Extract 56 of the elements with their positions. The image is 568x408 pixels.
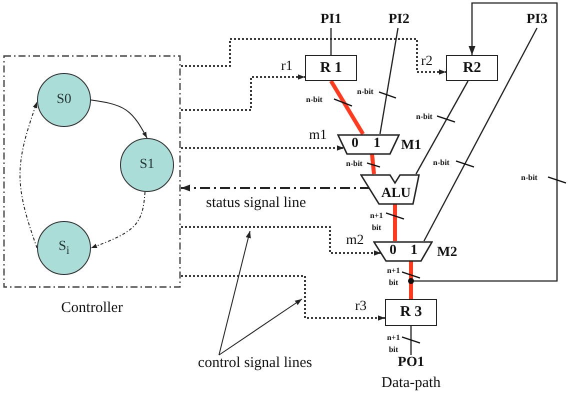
bus-width-label: n+1 bit (386, 332, 401, 356)
controller-heading: Controller (61, 301, 123, 316)
port-label: PI3 (519, 12, 555, 28)
control-signal-arrow (181, 74, 305, 111)
register-name: R 3 (400, 305, 422, 320)
data-bus-line (423, 28, 538, 242)
state-name: S0 (56, 93, 72, 107)
highlighted-data-path (370, 154, 376, 174)
register-box (385, 299, 437, 326)
state-circle (120, 138, 174, 192)
control-signal-arrow (181, 275, 385, 321)
register-box (305, 55, 357, 81)
line-label: status signal line (206, 196, 306, 211)
select-input-label: 0 (352, 137, 358, 151)
alu-name: ALU (381, 187, 411, 201)
bus-width-label: n-bit (346, 160, 362, 168)
port-label: PO1 (393, 355, 429, 371)
bus-width-label: n+1 bit (386, 265, 401, 289)
control-signal-arrow (181, 38, 446, 75)
data-bus-line (379, 28, 399, 134)
bus-width-label: n-bit (306, 96, 322, 104)
register-box (446, 55, 498, 81)
status-signal-arrow (181, 184, 370, 192)
leader-arrow (218, 298, 302, 356)
bus-width-label: n-bit (433, 159, 450, 167)
section-caption: Data-path (381, 376, 441, 391)
data-bus-line (330, 28, 332, 55)
state-circle (37, 73, 91, 127)
bus-width-label: n+1 bit (369, 210, 384, 234)
bus-width-label: n-bit (416, 113, 432, 121)
port-label: PI1 (313, 12, 349, 28)
register-name: R 1 (320, 60, 342, 76)
state-circle (37, 221, 91, 275)
select-input-label: 1 (410, 244, 418, 258)
data-bus-line (415, 80, 469, 174)
bus-width-label: n-bit (357, 88, 374, 96)
highlighted-data-path (393, 204, 397, 241)
state-name: S1 (140, 158, 154, 172)
highlighted-data-path (329, 80, 365, 136)
select-input-label: 0 (390, 244, 396, 258)
annotation-text: control signal lines (193, 355, 317, 372)
leader-arrow (218, 230, 251, 356)
state-name: S$_{i}$ (58, 240, 70, 256)
transition-arrow (90, 192, 146, 248)
control-signal-arrow (181, 145, 344, 151)
multiplexer-name: M1 (401, 139, 422, 153)
port-label: PI2 (381, 12, 417, 28)
highlighted-data-path (409, 261, 413, 299)
data-bus-line (410, 326, 412, 355)
register-name: R2 (462, 60, 482, 76)
control-signal-arrow (181, 226, 381, 256)
bus-width-label: n-bit (521, 174, 538, 182)
transition-arrow (20, 102, 38, 248)
select-input-label: 1 (374, 137, 380, 151)
multiplexer-name: M2 (437, 246, 458, 260)
transition-arrow (90, 100, 148, 138)
